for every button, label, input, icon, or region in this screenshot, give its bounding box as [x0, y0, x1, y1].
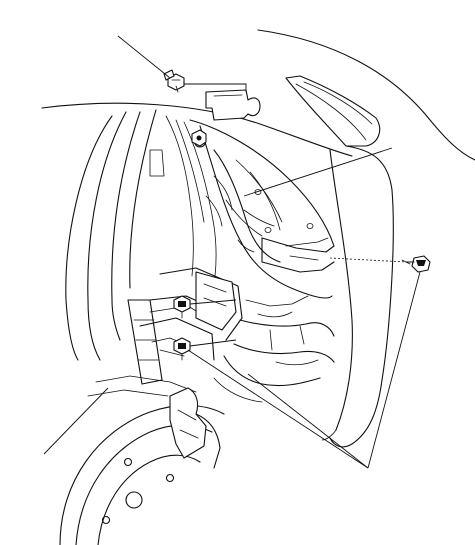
fender-arch	[65, 109, 217, 361]
bolt-icon	[163, 69, 185, 93]
mounting-bracket	[195, 271, 237, 331]
leader-wheel	[43, 387, 109, 455]
leader-screw-dotted	[329, 257, 407, 263]
screw-icon	[401, 255, 431, 273]
clip-icon	[191, 129, 207, 147]
leader-converge-c	[367, 271, 421, 469]
clip-icon	[173, 337, 191, 361]
inner-fender-liner	[189, 89, 335, 299]
headlight-housing	[285, 75, 381, 147]
subframe-structure	[87, 267, 335, 403]
leader-bolt-to-tab	[184, 83, 247, 92]
leader-lines	[43, 35, 421, 469]
wheel-assembly	[59, 387, 225, 545]
leader-top-bolt	[117, 35, 171, 79]
fender-badge-slot	[149, 149, 165, 177]
wheel-hub-center	[125, 491, 143, 509]
leader-converge-a	[187, 349, 369, 469]
brake-caliper	[169, 387, 207, 459]
hood-outline	[41, 29, 475, 161]
liner-top-tab	[205, 89, 261, 121]
leader-converge-b	[247, 373, 369, 469]
clip-icon	[173, 295, 191, 319]
leader-liner	[243, 147, 393, 197]
bumper-cover	[321, 145, 394, 448]
leader-clip-lower	[189, 339, 237, 347]
leader-clip-upper	[189, 299, 237, 305]
